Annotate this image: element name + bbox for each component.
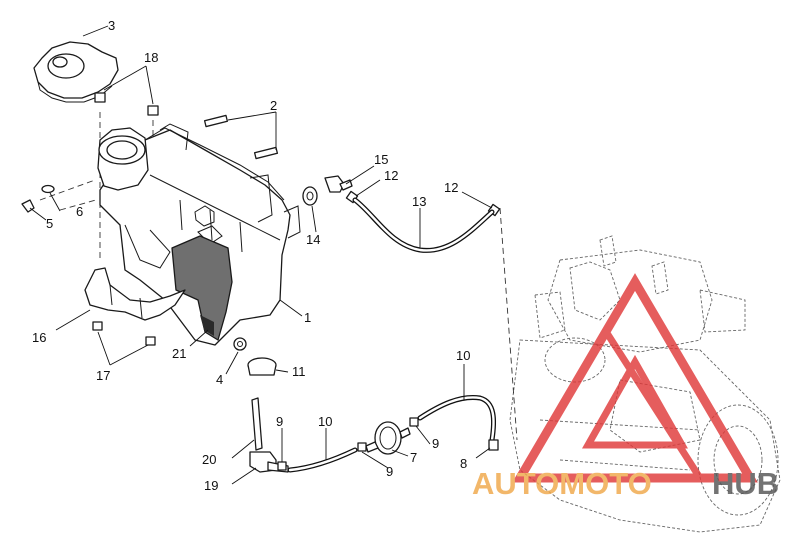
watermark-logo: AUTOMOTO HUB	[472, 273, 779, 501]
callout-5: 5	[46, 216, 53, 231]
dipstick	[251, 397, 263, 451]
hose-13	[352, 197, 495, 253]
callout-9a: 9	[276, 414, 283, 429]
callout-21: 21	[172, 346, 186, 361]
grommet	[233, 337, 247, 351]
callout-20: 20	[202, 452, 216, 467]
watermark-triangle-outer	[512, 273, 758, 483]
filler-cap	[33, 41, 119, 103]
hose-10-upper	[417, 394, 496, 443]
fitting-8	[488, 439, 499, 451]
mounting-bracket	[84, 267, 186, 321]
callout-17: 17	[96, 368, 110, 383]
bolt-washer	[21, 184, 55, 213]
callout-3: 3	[108, 18, 115, 33]
callout-14: 14	[306, 232, 320, 247]
callout-9b: 9	[386, 464, 393, 479]
watermark-word-hub: HUB	[712, 466, 779, 501]
callout-10a: 10	[318, 414, 332, 429]
inline-filter	[365, 421, 411, 455]
callout-12a: 12	[384, 168, 398, 183]
callout-8: 8	[460, 456, 467, 471]
callout-10b: 10	[456, 348, 470, 363]
callout-18: 18	[144, 50, 158, 65]
callout-12b: 12	[444, 180, 458, 195]
callout-6: 6	[76, 204, 83, 219]
callout-labels: 1 2 3 4 5 6 7 8 9 9 9 10 10 11 12 12 13 …	[32, 18, 470, 493]
watermark-word-automoto: AUTOMOTO	[472, 466, 652, 501]
elbow-15	[324, 175, 353, 193]
watermark-triangle-inner	[581, 354, 689, 449]
screws-17	[92, 321, 156, 346]
hose-clamps-9	[277, 417, 419, 471]
fitting-14	[302, 186, 318, 206]
callout-1: 1	[304, 310, 311, 325]
bolts-18	[94, 92, 159, 116]
cap-11	[247, 357, 277, 376]
callout-13: 13	[412, 194, 426, 209]
callout-16: 16	[32, 330, 46, 345]
engine-outline	[509, 235, 781, 533]
callout-19: 19	[204, 478, 218, 493]
callout-2: 2	[270, 98, 277, 113]
reservoir-tank	[97, 123, 301, 346]
callout-7: 7	[410, 450, 417, 465]
callout-4: 4	[216, 372, 223, 387]
callout-11: 11	[292, 364, 306, 379]
hose-10-lower	[287, 447, 358, 473]
callout-9c: 9	[432, 436, 439, 451]
leader-lines	[29, 25, 493, 485]
callout-15: 15	[374, 152, 388, 167]
clamp-pins	[203, 114, 279, 160]
